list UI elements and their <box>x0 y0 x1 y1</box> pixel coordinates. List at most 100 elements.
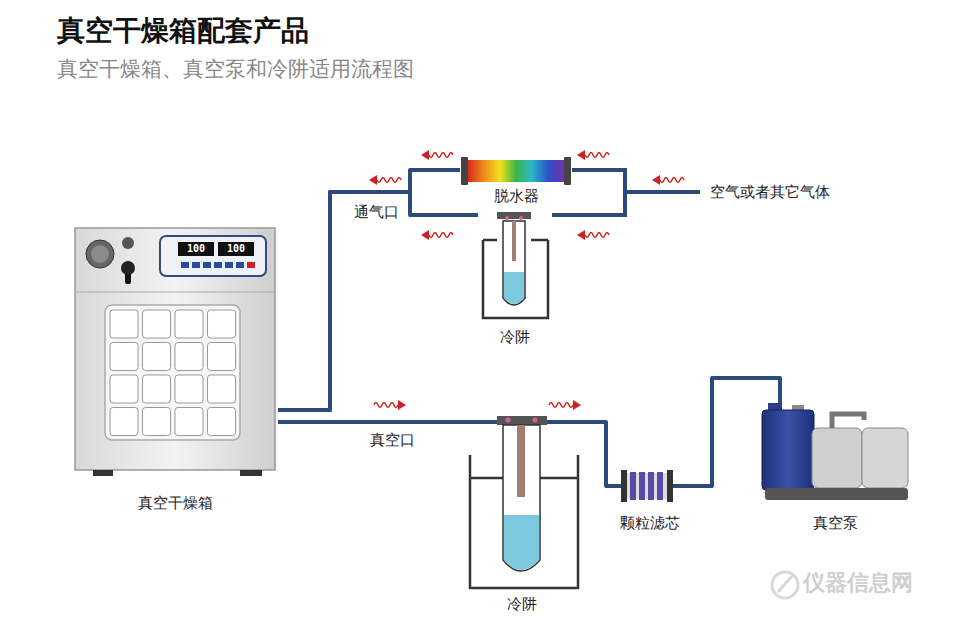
vacuum-oven-part-part <box>110 375 138 403</box>
lower-cold-trap <box>470 416 578 588</box>
vacuum-oven-part-part <box>143 343 171 371</box>
port-label: 真空口 <box>368 431 417 449</box>
flow-arrows-part-part <box>421 150 429 160</box>
flow-arrows-part-part <box>421 230 429 240</box>
dehydrator-tube-part <box>466 160 566 182</box>
vacuum-oven-part-part <box>192 262 200 268</box>
vacuum-pump-part <box>812 428 862 488</box>
vacuum-oven-part-part <box>143 375 171 403</box>
upper-cold-trap-part <box>504 272 524 304</box>
vacuum-oven-part-part <box>110 343 138 371</box>
vacuum-oven-part <box>122 237 134 249</box>
filter-node: 颗粒滤芯 <box>612 462 688 534</box>
vacuum-oven-part-part <box>236 262 244 268</box>
display-reading: 100 <box>178 242 214 256</box>
vacuum-oven <box>75 228 275 476</box>
particle-filter-part <box>630 472 663 500</box>
lower-cold-trap-part <box>503 425 540 571</box>
particle-filter-part <box>621 470 627 502</box>
vacuum-oven-part <box>178 242 214 256</box>
particle-filter <box>621 470 673 502</box>
flow-arrows-part-part <box>573 400 581 410</box>
vacuum-pump-part <box>862 428 908 488</box>
pipe-connector <box>278 192 478 410</box>
vacuum-pump-node: 真空泵 <box>755 400 915 534</box>
flow-arrows-part <box>369 175 401 185</box>
lower-cold-trap-part <box>533 418 538 423</box>
vacuum-oven-part-part <box>143 310 171 338</box>
node-label: 颗粒滤芯 <box>620 514 680 532</box>
vacuum-oven-part-part <box>110 408 138 436</box>
lower-cold-trap-part <box>497 416 547 425</box>
upper-cold-trap-part <box>512 221 516 261</box>
upper-cold-trap <box>483 212 548 318</box>
flow-arrows-part-part <box>652 175 660 185</box>
cold-trap-node: 冷阱 <box>478 210 552 348</box>
flow-arrows-part-part <box>585 233 609 238</box>
vacuum-oven-part-part <box>247 262 255 268</box>
watermark-logo-part <box>778 576 792 592</box>
node-label: 冷阱 <box>500 328 530 346</box>
particle-filter-part <box>667 470 673 502</box>
vacuum-oven-part-part <box>225 262 233 268</box>
flow-arrows-part <box>421 230 453 240</box>
vacuum-oven-part-part <box>181 262 189 268</box>
flow-arrows-part <box>421 150 453 160</box>
flow-arrows-part-part <box>577 150 585 160</box>
vacuum-oven-part <box>218 242 254 256</box>
vacuum-oven-part <box>91 245 109 263</box>
flow-arrows-part-part <box>374 403 398 408</box>
particle-filter-part-part <box>630 472 636 500</box>
flow-arrows-part <box>577 150 609 160</box>
dehydrator-tube <box>461 157 571 185</box>
cold-trap-node: 冷阱 <box>462 412 582 615</box>
vacuum-oven-part <box>105 305 240 440</box>
vacuum-oven-part-part <box>214 262 222 268</box>
flow-arrows-part <box>577 230 609 240</box>
vacuum-oven-part-part <box>175 310 203 338</box>
node-label: 真空泵 <box>813 514 858 532</box>
vacuum-oven-part-part <box>110 310 138 338</box>
vacuum-oven-part-part <box>175 408 203 436</box>
vacuum-oven-part-part <box>208 408 236 436</box>
flow-arrows-part-part <box>577 230 585 240</box>
node-label: 冷阱 <box>507 595 537 613</box>
particle-filter-part-part <box>639 472 645 500</box>
node-label: 脱水器 <box>494 187 539 205</box>
lower-cold-trap-part <box>506 418 511 423</box>
vacuum-pump-part <box>832 414 864 428</box>
vacuum-pump <box>762 403 908 500</box>
port-label: 通气口 <box>352 203 401 221</box>
lower-cold-trap-part <box>504 515 539 570</box>
flow-arrows-part-part <box>549 403 573 408</box>
vacuum-oven-part-part <box>208 375 236 403</box>
vacuum-pump-part <box>762 410 814 490</box>
upper-cold-trap-part <box>497 212 531 219</box>
watermark-logo <box>772 572 798 598</box>
flow-arrows-part-part <box>377 178 401 183</box>
watermark: 仪器信息网 <box>803 570 913 596</box>
upper-cold-trap-part <box>503 221 525 305</box>
upper-cold-trap-part <box>505 216 509 220</box>
vacuum-oven-part <box>160 236 266 276</box>
flow-arrows-part <box>549 400 581 410</box>
vacuum-oven-part-part <box>175 343 203 371</box>
flow-arrows-part-part <box>585 153 609 158</box>
flow-arrows-part <box>652 175 684 185</box>
pipe-connector <box>278 420 462 424</box>
pipe-connector <box>278 170 460 410</box>
vacuum-oven-part <box>86 240 114 268</box>
display-reading: 100 <box>218 242 254 256</box>
vacuum-oven-part <box>75 228 275 470</box>
flow-arrows-part-part <box>429 153 453 158</box>
vacuum-oven-part <box>121 261 135 275</box>
vacuum-oven-part-part <box>203 262 211 268</box>
lower-cold-trap-part <box>517 425 525 497</box>
vacuum-oven-part-part <box>143 408 171 436</box>
watermark-logo-part <box>772 572 798 598</box>
flow-arrows-part <box>374 400 406 410</box>
vacuum-oven-part <box>93 470 113 476</box>
flow-arrows-part-part <box>398 400 406 410</box>
vacuum-pump-part <box>765 488 908 500</box>
pipe-connector <box>582 422 612 486</box>
